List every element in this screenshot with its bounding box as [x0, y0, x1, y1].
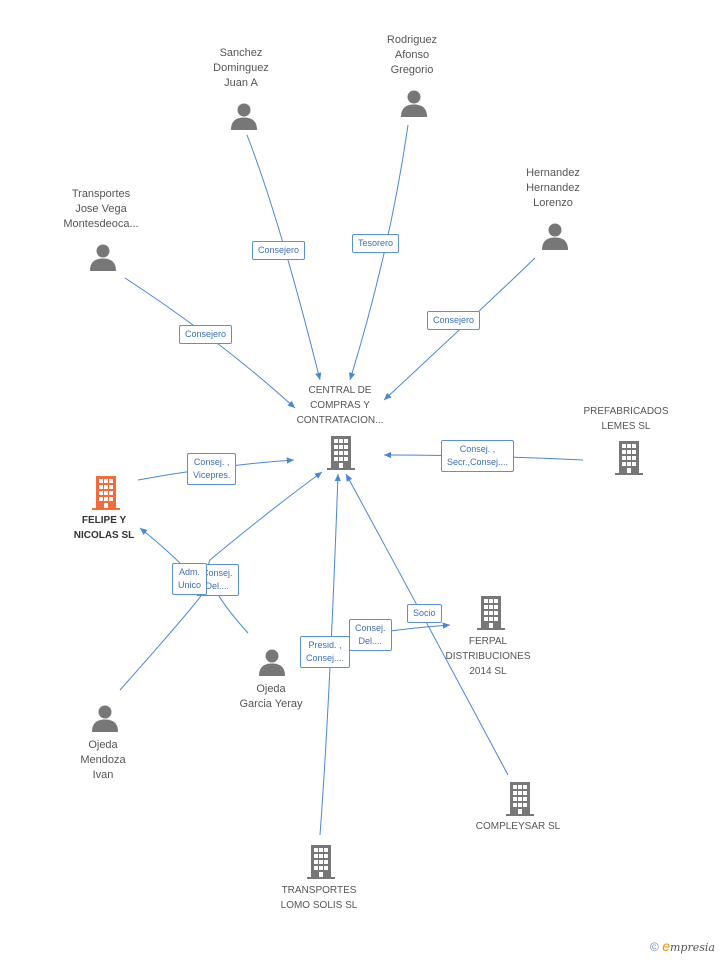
node-central[interactable]: CENTRAL DE COMPRAS Y CONTRATACION...	[296, 385, 384, 426]
ferpal-building-icon	[477, 596, 505, 630]
rodriguez-person-icon	[401, 90, 427, 117]
hernandez-person-icon	[542, 223, 568, 250]
transportes-lomo-building-icon	[307, 845, 335, 879]
node-compleysar[interactable]: COMPLEYSAR SL	[475, 821, 561, 832]
node-rodriguez[interactable]: Rodriguez Afonso Gregorio	[386, 34, 438, 76]
ojeda-garcia-person-icon	[259, 649, 285, 676]
node-felipe[interactable]: FELIPE Y NICOLAS SL	[73, 515, 135, 541]
edge-label-sanchez: Consejero	[252, 241, 306, 260]
edge-label-felipe: Consej. , Vicepres.	[187, 453, 237, 485]
node-sanchez[interactable]: Sanchez Dominguez Juan A	[213, 47, 269, 89]
footer-brand[interactable]: © empresia	[650, 938, 715, 954]
node-prefabricados[interactable]: PREFABRICADOS LEMES SL	[583, 406, 669, 432]
edge-label-compleysar: Socio	[407, 604, 442, 623]
edge-label-hernandez: Consejero	[427, 311, 481, 330]
edge-ojeda-mendoza-felipe	[119, 527, 206, 691]
node-ferpal[interactable]: FERPAL DISTRIBUCIONES 2014 SL	[445, 636, 531, 677]
ojeda-mendoza-person-icon	[92, 705, 118, 732]
felipe-building-icon	[92, 476, 120, 510]
node-transportes-jose[interactable]: Transportes Jose Vega Montesdeoca...	[63, 188, 139, 230]
edge-label-lomo: Presid. , Consej....	[300, 636, 351, 668]
edge-label-transportes-jose: Consejero	[179, 325, 233, 344]
copyright-icon: ©	[650, 940, 659, 954]
transportes-jose-person-icon	[90, 244, 116, 271]
edge-sanchez-central	[246, 134, 322, 381]
node-transportes-lomo[interactable]: TRANSPORTES LOMO SOLIS SL	[280, 885, 358, 911]
node-hernandez[interactable]: Hernandez Hernandez Lorenzo	[526, 167, 580, 209]
edge-label-rodriguez: Tesorero	[352, 234, 400, 253]
central-building-icon	[327, 436, 355, 470]
node-ojeda-mendoza[interactable]: Ojeda Mendoza Ivan	[80, 739, 126, 781]
brand-name: mpresia	[669, 941, 715, 954]
prefabricados-building-icon	[615, 441, 643, 475]
sanchez-person-icon	[231, 103, 257, 130]
brand-logo-e: e	[662, 938, 670, 954]
edge-label-prefabricados: Consej. , Secr.,Consej....	[441, 440, 515, 472]
edge-lomo-central	[319, 473, 341, 836]
compleysar-building-icon	[506, 782, 534, 816]
edge-label-ojeda-mendoza: Adm. Unico	[172, 563, 208, 595]
node-ojeda-garcia[interactable]: Ojeda Garcia Yeray	[239, 683, 303, 710]
edge-label-ojeda-garcia-ferpal: Consej. Del....	[349, 619, 392, 651]
edge-ojeda-garcia-central	[207, 471, 323, 634]
